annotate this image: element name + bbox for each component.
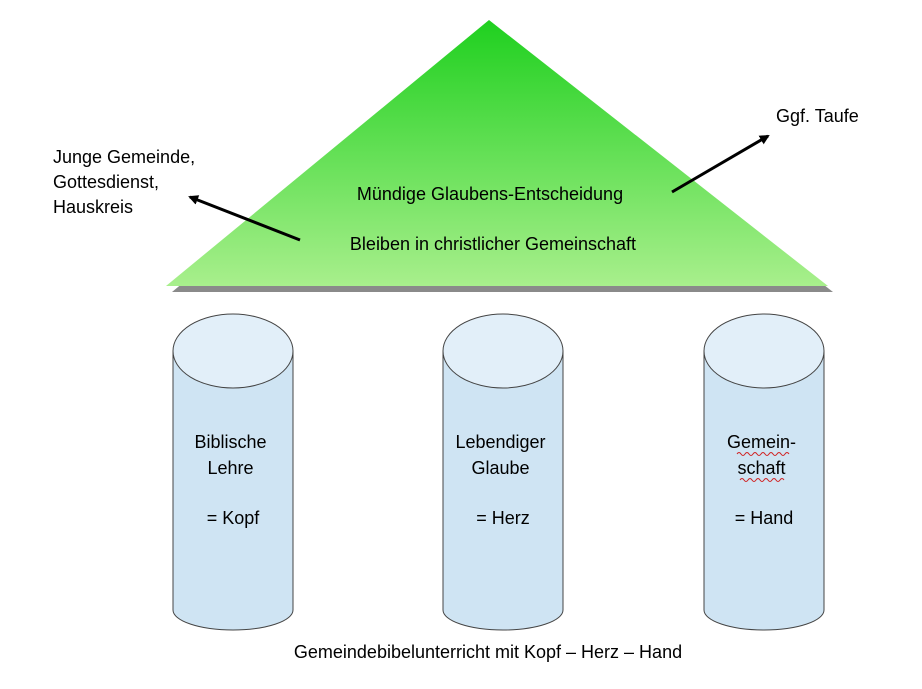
baptism-note: Ggf. Taufe bbox=[776, 106, 859, 126]
pillar-head-body bbox=[172, 350, 294, 631]
pillar-heart-line-2: Glaube bbox=[471, 458, 529, 478]
pillar-hand: Gemein- schaft = Hand bbox=[703, 313, 825, 631]
roof-text-decision: Mündige Glaubens-Entscheidung bbox=[357, 184, 623, 204]
pillar-hand-top bbox=[703, 313, 825, 389]
pillar-head-label: Biblische Lehre = Kopf bbox=[194, 432, 271, 528]
pillar-hand-line-1: Gemein- bbox=[727, 432, 796, 452]
left-note-line-2: Gottesdienst, bbox=[53, 172, 159, 192]
left-note-line-1: Junge Gemeinde, bbox=[53, 147, 195, 167]
arrow-to-left-note bbox=[188, 195, 301, 242]
pillar-heart-line-1: Lebendiger bbox=[455, 432, 545, 452]
left-note: Junge Gemeinde, Gottesdienst, Hauskreis bbox=[53, 147, 200, 217]
pillar-head-line-3: = Kopf bbox=[207, 508, 261, 528]
spellcheck-underline-2 bbox=[739, 478, 785, 482]
arrow-to-baptism bbox=[671, 134, 770, 194]
pillar-head-line-1: Biblische bbox=[194, 432, 266, 452]
pillar-hand-label: Gemein- schaft = Hand bbox=[727, 432, 801, 528]
left-note-line-3: Hauskreis bbox=[53, 197, 133, 217]
pillar-head: Biblische Lehre = Kopf bbox=[172, 313, 294, 631]
pillar-heart: Lebendiger Glaube = Herz bbox=[442, 313, 564, 631]
pillar-head-top bbox=[172, 313, 294, 389]
pillar-heart-top bbox=[442, 313, 564, 389]
roof-text-fellowship: Bleiben in christlicher Gemeinschaft bbox=[350, 234, 636, 254]
pillar-head-line-2: Lehre bbox=[207, 458, 253, 478]
pillar-hand-body bbox=[703, 350, 825, 631]
pillar-hand-line-3: = Hand bbox=[735, 508, 794, 528]
pillar-hand-line-2: schaft bbox=[737, 458, 785, 478]
pillar-heart-body bbox=[442, 350, 564, 631]
pillar-heart-line-3: = Herz bbox=[476, 508, 530, 528]
diagram-caption: Gemeindebibelunterricht mit Kopf – Herz … bbox=[294, 642, 682, 662]
roof-triangle bbox=[166, 20, 828, 286]
pillar-heart-label: Lebendiger Glaube = Herz bbox=[455, 432, 550, 528]
spellcheck-underline-1 bbox=[736, 452, 790, 456]
